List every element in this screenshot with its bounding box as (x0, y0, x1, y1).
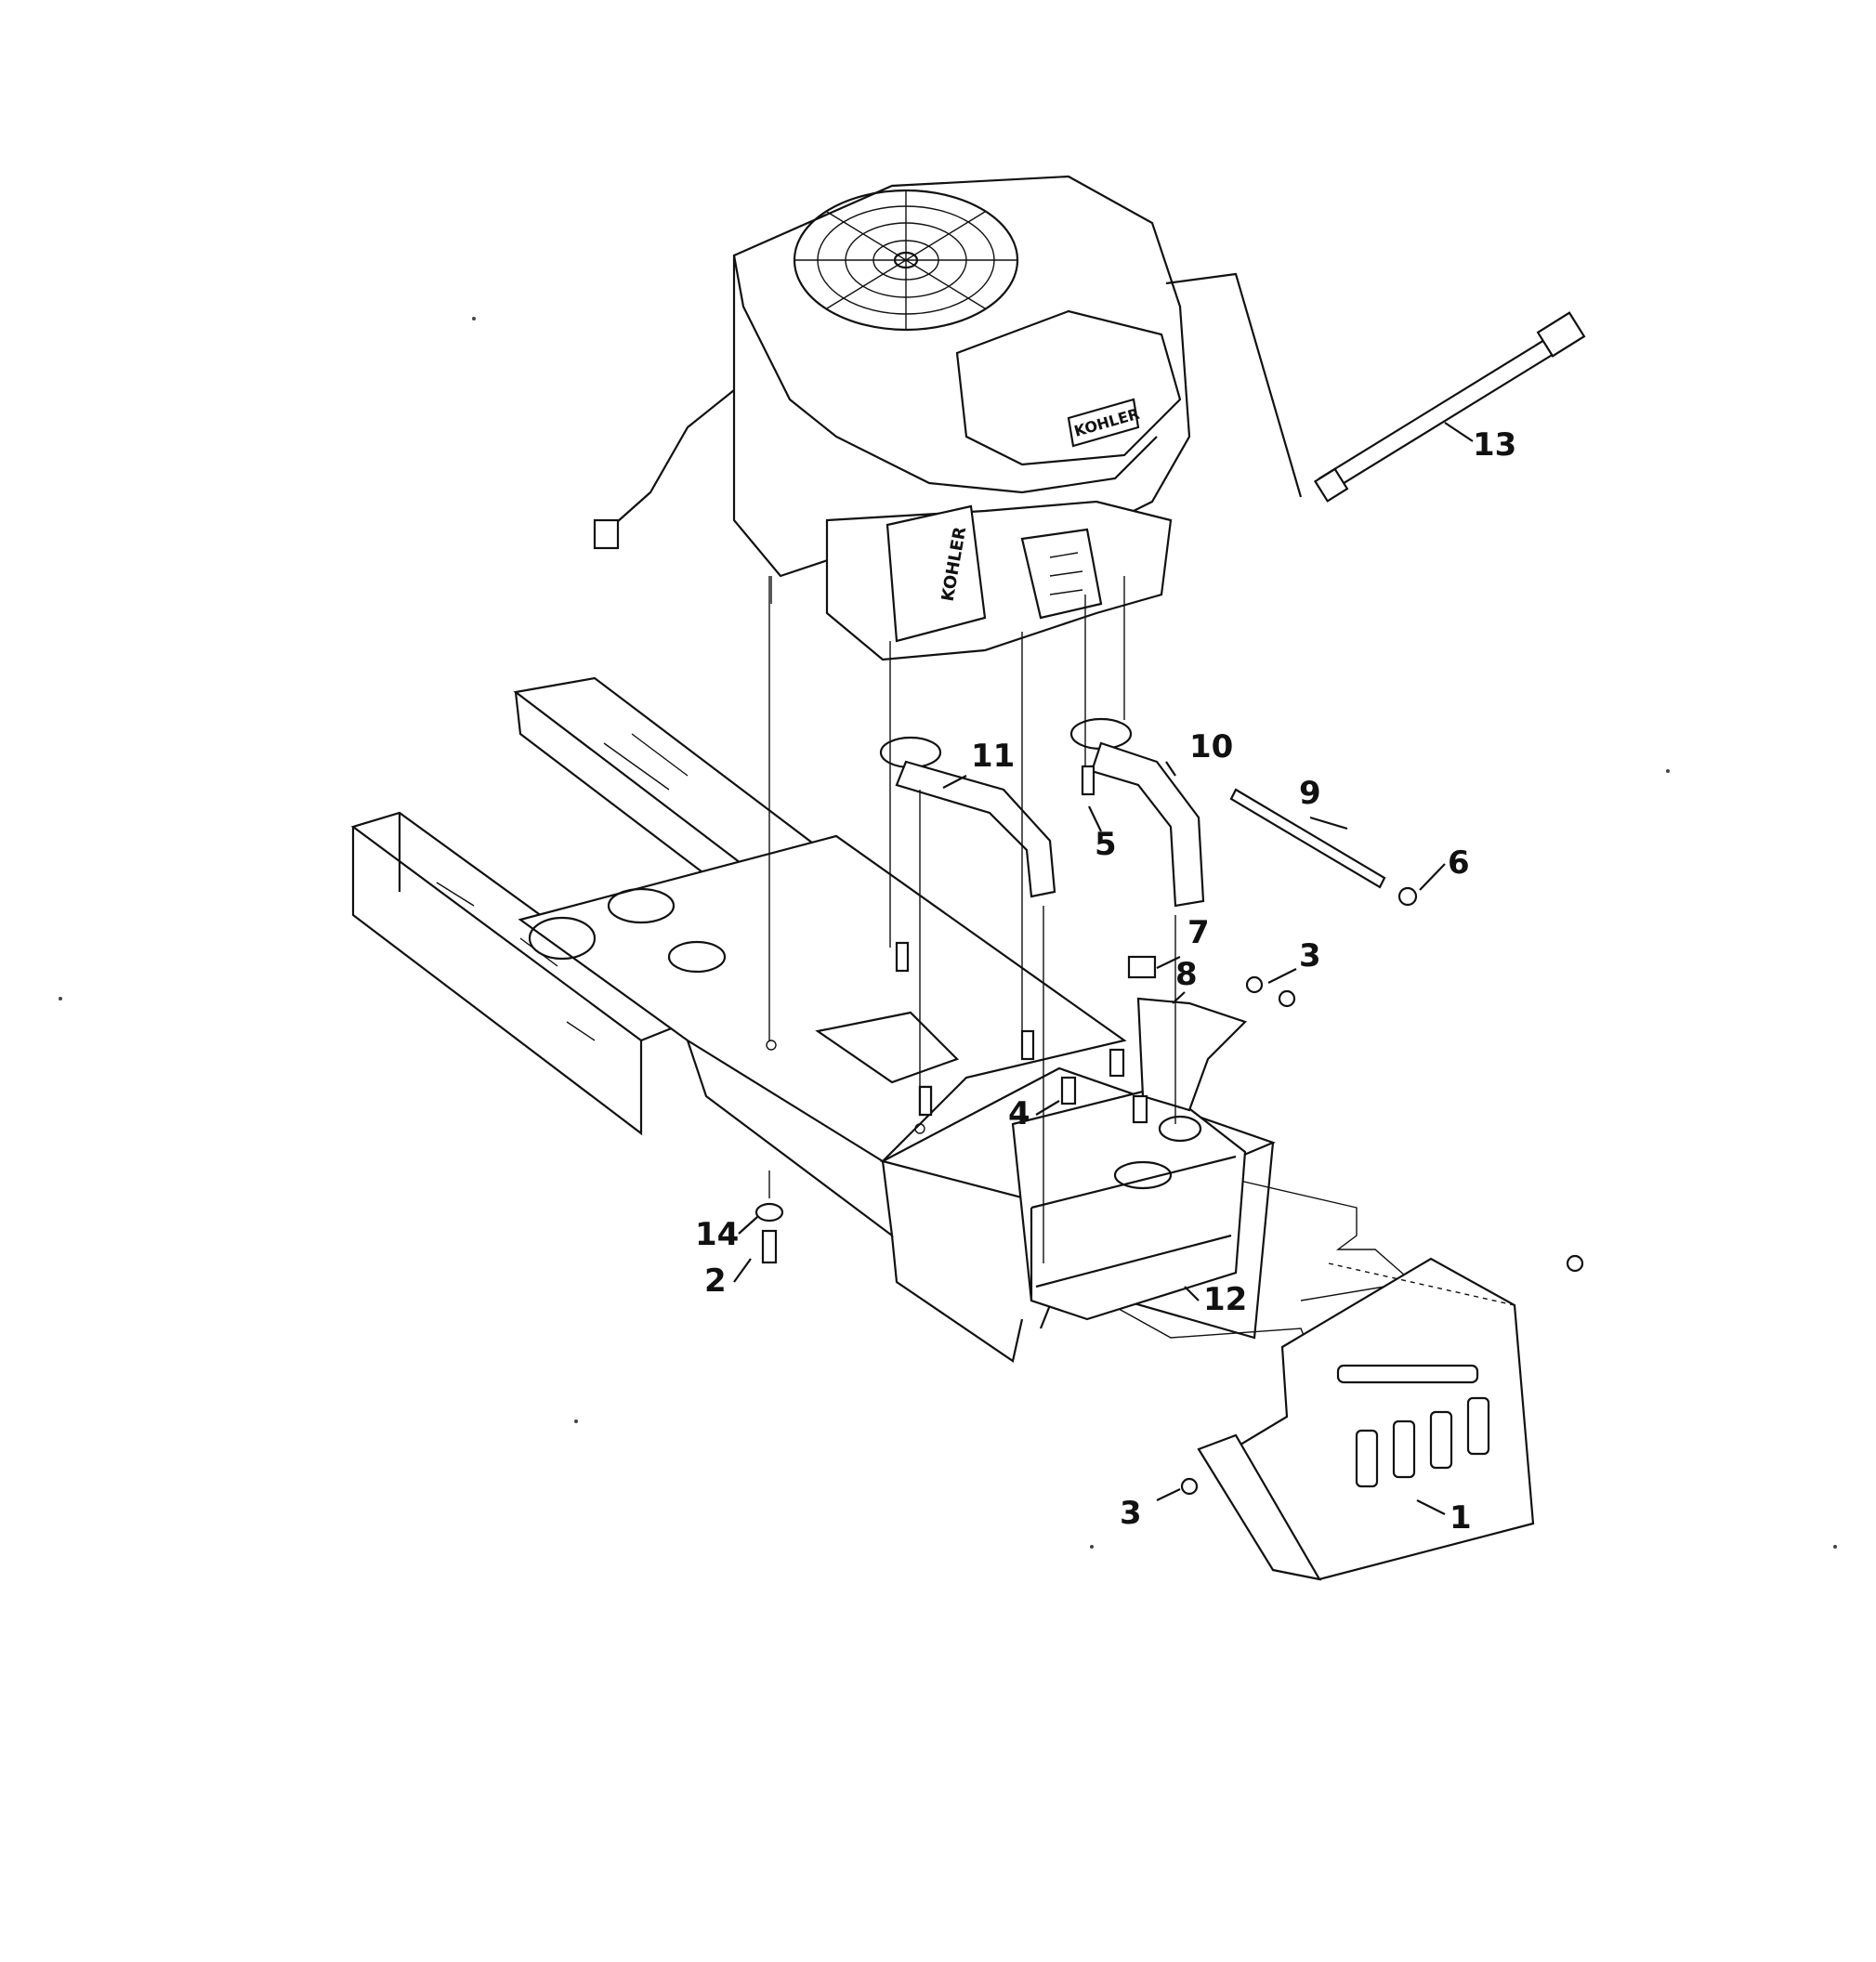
muffler-rod (1229, 788, 1386, 889)
callout-9: 9 (1299, 775, 1321, 812)
bolt-5 (1081, 765, 1095, 796)
callout-12: 12 (1203, 1281, 1247, 1318)
washer-14 (754, 1202, 784, 1223)
callout-2: 2 (704, 1262, 727, 1300)
callout-7: 7 (1187, 914, 1210, 951)
exhaust-pipe-left (879, 736, 1056, 898)
engine: KOHLER KOHLER (593, 175, 1191, 661)
callout-3-bottom: 3 (1120, 1495, 1142, 1532)
callout-10: 10 (1189, 728, 1233, 765)
bolt-4c (1132, 1094, 1148, 1124)
clip-7 (1127, 955, 1157, 979)
screw-3a2 (1278, 989, 1296, 1008)
nut-6 (1397, 886, 1418, 907)
front-guard (1197, 1257, 1535, 1581)
callout-8: 8 (1175, 956, 1198, 993)
exhaust-pipe-right (1069, 717, 1205, 908)
alignment-lines (768, 576, 1176, 1263)
heat-shield (1136, 997, 1248, 1112)
lead-shaft (1165, 272, 1586, 503)
callout-4: 4 (1008, 1095, 1030, 1132)
callout-3-top: 3 (1299, 937, 1321, 974)
bolt-4 (1060, 1076, 1077, 1105)
scan-specks (59, 317, 1837, 1549)
callout-14: 14 (695, 1216, 739, 1253)
screw-top (1566, 1254, 1584, 1273)
callout-11: 11 (971, 738, 1015, 775)
hardware (754, 765, 1584, 1496)
fuel-tank (1011, 1085, 1247, 1321)
bolt-2 (761, 1229, 778, 1264)
screw-3b (1180, 1477, 1199, 1496)
callout-leaders (733, 422, 1474, 1515)
callout-13: 13 (1473, 426, 1516, 464)
head-logo-plate (1067, 398, 1140, 448)
callout-1: 1 (1450, 1499, 1472, 1537)
bolt-4b (1109, 1048, 1125, 1078)
callout-6: 6 (1448, 844, 1470, 882)
callout-5: 5 (1095, 826, 1117, 863)
callouts: 1 2 3 3 4 5 6 7 8 9 10 11 12 13 14 (695, 426, 1516, 1537)
tractor-frame (350, 676, 1414, 1376)
screw-3a (1245, 975, 1264, 994)
